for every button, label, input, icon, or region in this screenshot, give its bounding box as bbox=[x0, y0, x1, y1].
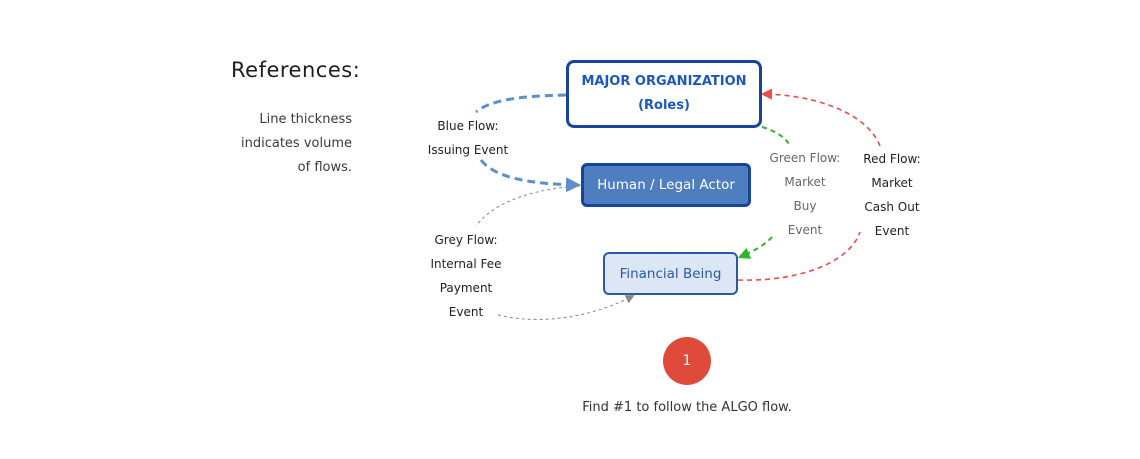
step-number: 1 bbox=[682, 353, 692, 369]
flow-label-line: Event bbox=[448, 305, 484, 319]
blue-flow-arrow bbox=[479, 159, 581, 193]
flow-label-line: Red Flow: bbox=[863, 152, 921, 166]
flow-label-line: Event bbox=[787, 223, 823, 237]
flow-label-line: Blue Flow: bbox=[437, 119, 499, 133]
references-title: References: bbox=[231, 58, 361, 82]
blue-flow-label: Blue Flow: Issuing Event bbox=[418, 114, 518, 162]
flow-label-line: Green Flow: bbox=[769, 151, 841, 165]
major-organization-node: MAJOR ORGANIZATION (Roles) bbox=[566, 60, 762, 128]
flow-label-line: Cash Out bbox=[864, 200, 920, 214]
red-flow-label: Red Flow: Market Cash Out Event bbox=[850, 147, 934, 243]
flow-label-line: Market bbox=[784, 175, 826, 189]
flow-label-line: Market bbox=[871, 176, 913, 190]
green-flow-arrow bbox=[737, 236, 773, 259]
blue-flow-arrow-top bbox=[475, 93, 567, 114]
green-flow-label: Green Flow: Market Buy Event bbox=[760, 146, 850, 242]
green-flow-arrow-top bbox=[761, 126, 791, 147]
red-flow-arrow-bottom bbox=[737, 231, 861, 281]
flow-label-line: Buy bbox=[793, 199, 817, 213]
step-one-badge[interactable]: 1 bbox=[663, 337, 711, 385]
major-organization-roles-label: (Roles) bbox=[638, 98, 690, 113]
grey-flow-label: Grey Flow: Internal Fee Payment Event bbox=[420, 228, 512, 324]
human-legal-actor-node: Human / Legal Actor bbox=[581, 163, 751, 207]
flow-label-line: Payment bbox=[439, 281, 493, 295]
human-legal-actor-label: Human / Legal Actor bbox=[597, 177, 735, 193]
financial-being-label: Financial Being bbox=[619, 265, 722, 282]
algo-flow-caption: Find #1 to follow the ALGO flow. bbox=[582, 400, 792, 415]
references-note: Line thickness indicates volume of flows… bbox=[200, 108, 352, 180]
financial-being-node: Financial Being bbox=[603, 252, 738, 295]
flow-label-line: Internal Fee bbox=[430, 257, 502, 271]
major-organization-label: MAJOR ORGANIZATION bbox=[581, 74, 747, 89]
flow-label-line: Grey Flow: bbox=[434, 233, 498, 247]
grey-flow-arrow bbox=[497, 295, 635, 320]
references-note-line: indicates volume bbox=[241, 136, 352, 151]
references-note-line: Line thickness bbox=[259, 112, 352, 127]
references-note-line: of flows. bbox=[297, 160, 352, 175]
grey-flow-arrow-top bbox=[475, 185, 581, 227]
flow-label-line: Issuing Event bbox=[427, 143, 509, 157]
red-flow-arrow bbox=[760, 88, 881, 147]
flow-label-line: Event bbox=[874, 224, 910, 238]
